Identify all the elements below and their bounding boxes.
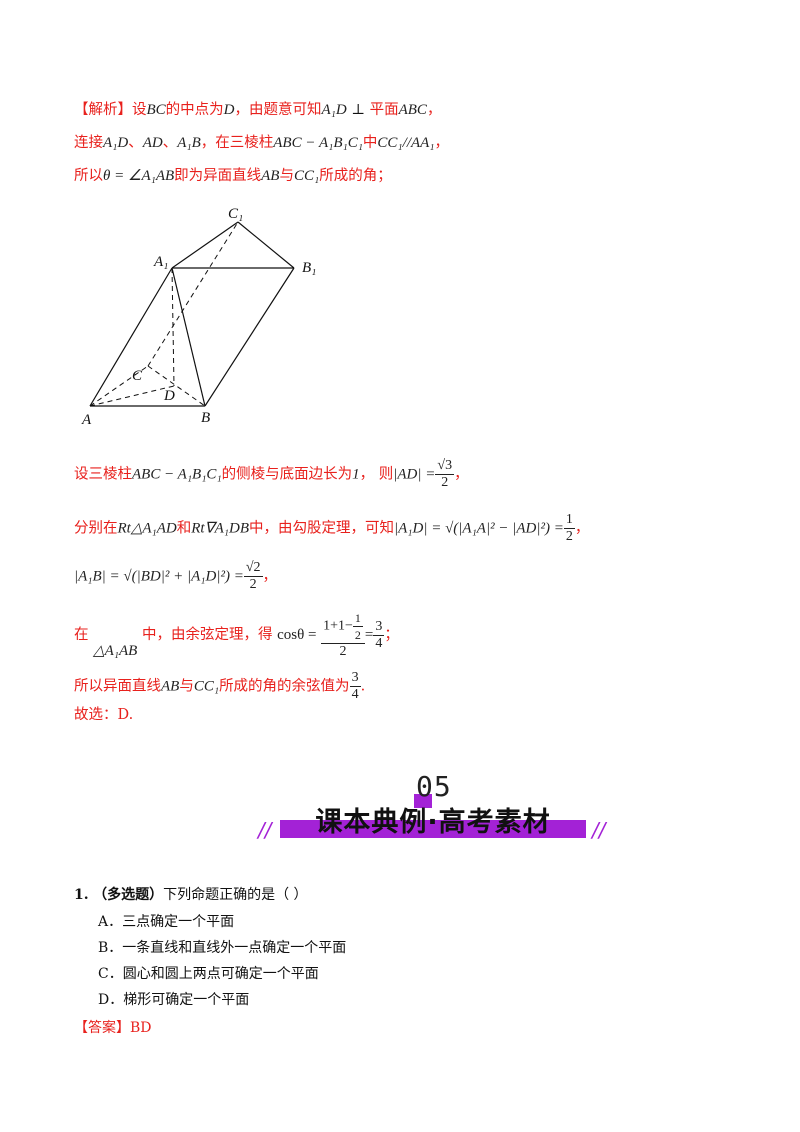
label-C1: C₁	[228, 206, 243, 222]
option-d: D．梯形可确定一个平面	[98, 992, 250, 1008]
prism-figure: A B C D A₁ B₁ C₁	[81, 206, 316, 428]
banner-title: 课本典例·高考素材	[315, 807, 551, 838]
option-a: A．三点确定一个平面	[98, 914, 235, 930]
analysis-conclusion: 故选：D.	[74, 707, 134, 723]
analysis-line-3: 所以θ = ∠A₁AB即为异面直线AB与CC₁所成的角；	[74, 168, 392, 184]
edge-A-D	[89, 385, 175, 407]
banner-accent-square	[414, 794, 432, 808]
label-A: A	[81, 412, 92, 428]
option-c: C．圆心和圆上两点可确定一个平面	[98, 966, 319, 982]
banner-slash-left: //	[258, 818, 272, 842]
edge-A-C	[89, 365, 149, 407]
question-number: 1.	[74, 887, 89, 903]
edge-C-C1	[147, 221, 239, 367]
analysis-line-1: 【解析】设BC的中点为D，由题意可知A₁D ⊥ 平面ABC，	[74, 102, 442, 118]
answer-value: BD	[130, 1020, 152, 1036]
edge-B-B1	[204, 267, 295, 407]
banner-slash-right: //	[592, 818, 606, 842]
banner-bar	[280, 820, 586, 838]
analysis-tag: 【解析】	[74, 102, 132, 118]
question-stem: 1. （多选题）下列命题正确的是（ ）	[74, 887, 308, 903]
option-b: B．一条直线和直线外一点确定一个平面	[98, 940, 347, 956]
label-C: C	[132, 368, 143, 384]
answer-line: 【答案】BD	[74, 1017, 152, 1037]
edge-A1-B	[171, 267, 206, 407]
question-type: （多选题）	[93, 887, 164, 903]
edge-A1-D	[171, 267, 175, 387]
answer-tag: 【答案】	[74, 1020, 130, 1036]
section-banner: 05 课本典例·高考素材 // //	[258, 770, 610, 844]
analysis-line-2: 连接A₁D、AD、A₁B，在三棱柱ABC − A₁B₁C₁中CC₁//AA₁，	[74, 135, 450, 151]
banner-number: 05	[416, 770, 452, 803]
label-D: D	[163, 388, 175, 404]
label-B: B	[201, 410, 210, 426]
analysis-line-5: 分别在Rt△A₁AD和Rt∇A₁DB中，由勾股定理，可知|A₁D| = √(|A…	[74, 512, 590, 544]
edge-C1-B1	[237, 221, 295, 269]
label-B1: B₁	[302, 260, 316, 276]
edge-A1-C1	[171, 221, 239, 269]
label-A1: A₁	[153, 254, 168, 270]
edge-C-B	[147, 365, 206, 407]
edge-A-A1	[89, 267, 173, 407]
